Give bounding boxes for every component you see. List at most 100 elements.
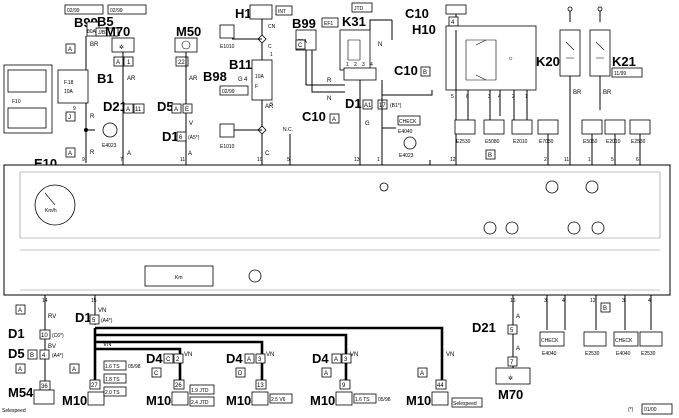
m70-pin-1: 1 — [127, 60, 131, 66]
e10-pin-10: 10 — [257, 157, 263, 163]
d5-top-label: D5 — [157, 99, 174, 114]
e2010-top-label: E2010 — [513, 139, 528, 145]
lamp-e2530-b1 — [583, 331, 607, 347]
e10-pin-1: 1 — [377, 157, 380, 163]
lamp-row: E7030 E5050 E2010 E2530 — [537, 119, 651, 163]
b1-fuse: F10 F.18 10A B1 9 J R E4023 A R — [3, 64, 118, 163]
b99-right-c: C — [298, 43, 303, 49]
footnote-date: 01/00 — [644, 407, 657, 413]
b11-fuse-box — [251, 59, 273, 101]
e2530-right-label: E2530 — [631, 139, 646, 145]
k31-label: K31 — [342, 14, 366, 29]
ground-e1010-top — [219, 24, 235, 39]
e1010-bottom-label: E1010 — [220, 144, 235, 150]
d1-pin-a1: A1 — [364, 103, 372, 109]
b99-fuse-label: 80A — [87, 29, 97, 35]
m70-top-icon: ✲ — [119, 44, 124, 51]
b5-label: B5 — [97, 14, 114, 29]
d4-1-pin-2: 2 — [176, 357, 180, 363]
d1-left-label: D1 — [8, 326, 25, 341]
c10-mid-label: C10 — [302, 109, 326, 124]
e10-pin-3b: 3 — [622, 298, 625, 304]
e4040-b1-label: E4040 — [542, 351, 557, 357]
h10-group: C10 4 H10 ☼ C10 B 5 6 3 4 2 1 E2530 E508… — [394, 4, 537, 163]
lamp-e2010-right — [604, 119, 626, 135]
e4040-b2-label: E4040 — [616, 351, 631, 357]
b99-date-box-2 — [107, 4, 147, 15]
h1-int-label: INT — [278, 9, 286, 15]
d5-a4-note: (A4*) — [52, 353, 64, 359]
b11-label: B11 — [229, 57, 252, 72]
m10-3-variant: 2.5 V6 — [271, 397, 286, 403]
b1-label: B1 — [97, 71, 114, 86]
m10-5-pin-44: 44 — [437, 383, 444, 389]
odometer-sensor-icon — [248, 269, 262, 283]
check-e4040-b2 — [613, 331, 639, 347]
wire-a-label-1: A — [516, 314, 520, 320]
wire-rv-label: RV — [48, 314, 56, 320]
e10-pin-9: 9 — [82, 157, 85, 163]
m70-bottom-pin-7: 7 — [510, 360, 514, 366]
e4040-top-label: E4040 — [398, 129, 413, 135]
warning-lamp-1 — [483, 221, 497, 235]
m70-bottom-icon: ✲ — [508, 375, 513, 382]
e10-pin-13: 13 — [354, 157, 360, 163]
conn-j-label: J — [68, 115, 71, 121]
e4023-left-label: E4023 — [102, 143, 117, 149]
m50-icon — [181, 40, 191, 50]
k31-jtd-label: JTD — [354, 6, 364, 12]
m10-5-label: M10 — [406, 393, 431, 408]
conn-a13-label: A — [324, 371, 328, 377]
wire-vn-label-3: VN — [184, 352, 192, 358]
wire-a-label-2: A — [516, 346, 520, 352]
e5050-label: E5050 — [583, 139, 598, 145]
conn-a5-label: A — [127, 151, 131, 157]
c10-top-label: C10 — [405, 6, 429, 21]
warning-lamp-4 — [591, 221, 605, 235]
e7030-label: E7030 — [539, 139, 554, 145]
m10-5-icon — [431, 391, 449, 406]
conn-a4-label: A — [126, 107, 130, 113]
m70-bottom-group: A D21 5 A 7 ✲ M70 — [472, 295, 531, 402]
lamp-e2010-top — [511, 119, 533, 135]
m50-pin-22: 22 — [178, 60, 185, 66]
wire-vn-label-2: VN — [103, 342, 111, 348]
conn-a7-label: A — [188, 151, 192, 157]
e4023-right-label: E4023 — [399, 153, 414, 159]
warning-lamp-2 — [505, 221, 519, 235]
wire-n-label-2: N — [378, 42, 382, 48]
d5-left-pin-4: 4 — [42, 353, 46, 359]
d21-bottom-pin-5: 5 — [510, 328, 514, 334]
wire-v-label: V — [189, 121, 193, 127]
m10-1-pin-27: 27 — [91, 383, 98, 389]
d1-c6-note: (C6*) — [52, 333, 64, 339]
m10-1-variant-a: 1.6 TS — [105, 364, 120, 370]
d1-bottom-label: D1 — [75, 310, 92, 325]
e10-pin-4b: 4 — [648, 298, 651, 304]
e10-pin-4: 4 — [562, 298, 565, 304]
d4-2-label: D4 — [226, 351, 243, 366]
b98-g-label: G — [238, 77, 243, 83]
e2530-b1-label: E2530 — [585, 351, 600, 357]
bottom-right-indicators: CHECK E4040 E2530 B CHECK E4040 E2530 — [539, 295, 663, 357]
d1-top-label: D1 — [162, 129, 179, 144]
wire-ar-label-3: AR — [265, 104, 274, 110]
k31-relay-box — [339, 29, 371, 71]
conn-a14-label: A — [420, 371, 424, 377]
wire-vn-label-4: VN — [266, 352, 274, 358]
k31-pin-3: 3 — [362, 62, 365, 68]
e10-pin-15: 15 — [91, 298, 97, 304]
lamp-e5050 — [581, 119, 603, 135]
c10-mid-pin-a: A — [332, 117, 336, 123]
fuel-lamp — [379, 182, 389, 192]
b1-pin-9: 9 — [73, 106, 76, 112]
m10-1-icon — [87, 391, 105, 406]
m10-3-icon — [251, 391, 269, 406]
d4-2-pin-3: 3 — [258, 357, 262, 363]
m10-5-variant: Selespeed — [453, 401, 477, 407]
m10-3-pin-13: 13 — [257, 383, 264, 389]
k20-label: K20 — [536, 54, 560, 69]
m10-2-variant-b: 2.4 JTD — [191, 400, 209, 406]
b98-label: B98 — [203, 69, 227, 84]
